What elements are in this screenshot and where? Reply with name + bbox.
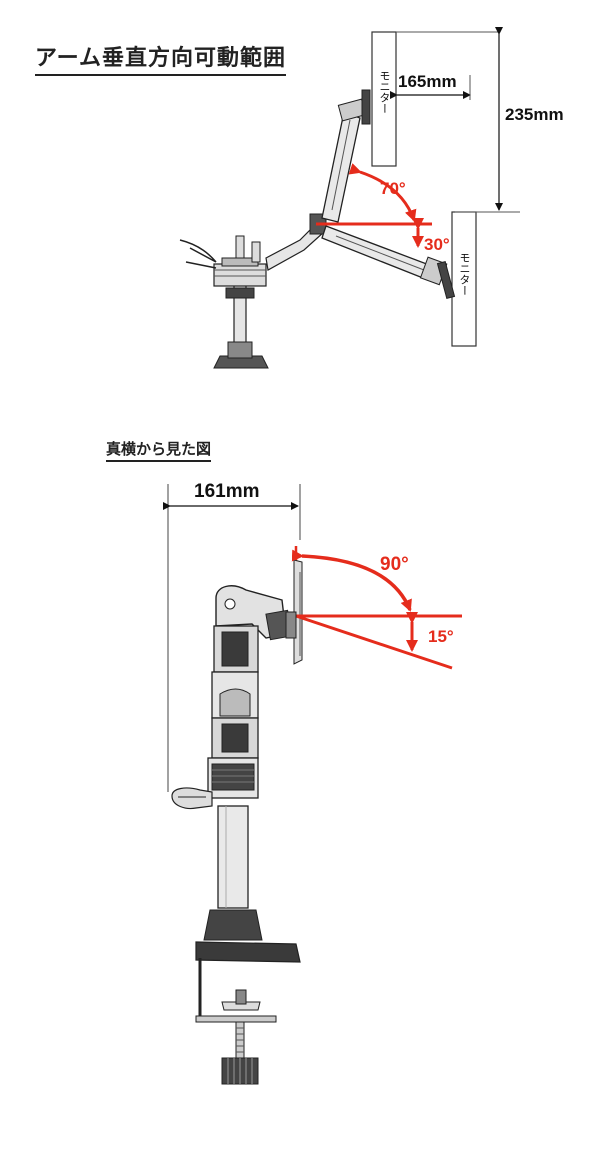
side-view-title: 真横から見た図	[106, 438, 212, 462]
angle-30-label: 30°	[424, 235, 450, 254]
arm-vertical-range-title: アーム垂直方向可動範囲	[35, 40, 287, 76]
angle-90-label: 90°	[380, 554, 409, 575]
desk-clamp-top	[195, 941, 301, 963]
clamp-pad	[221, 1001, 261, 1011]
angle-70-label: 70°	[380, 179, 406, 198]
top-hub	[213, 263, 267, 287]
monitor-upper-label: モニター	[378, 70, 390, 114]
left-stub-arm	[179, 239, 217, 269]
side-diagram: 161mm 90° 15°	[163, 481, 462, 1085]
pole-base	[203, 909, 263, 941]
dim-235-label: 235mm	[505, 105, 564, 124]
angle-15-label: 15°	[428, 627, 454, 646]
angle-arc-90	[291, 549, 412, 612]
dim-165-label: 165mm	[398, 72, 457, 91]
angle-arc-70	[348, 163, 417, 222]
lower-vesa-plate	[436, 260, 456, 300]
desk-clamp-frame	[198, 958, 272, 1022]
cable-clip	[171, 787, 213, 810]
monitor-upper-panel	[371, 31, 397, 167]
lower-arm-position	[321, 225, 433, 281]
top-diagram: モニター モニター 165mm 235mm	[179, 27, 564, 369]
monitor-lower-label: モニター	[458, 252, 470, 296]
dim-161-label: 161mm	[194, 481, 260, 502]
main-pole	[217, 805, 249, 909]
upper-vesa-plate	[361, 89, 371, 125]
tilt-down-line	[295, 614, 453, 670]
